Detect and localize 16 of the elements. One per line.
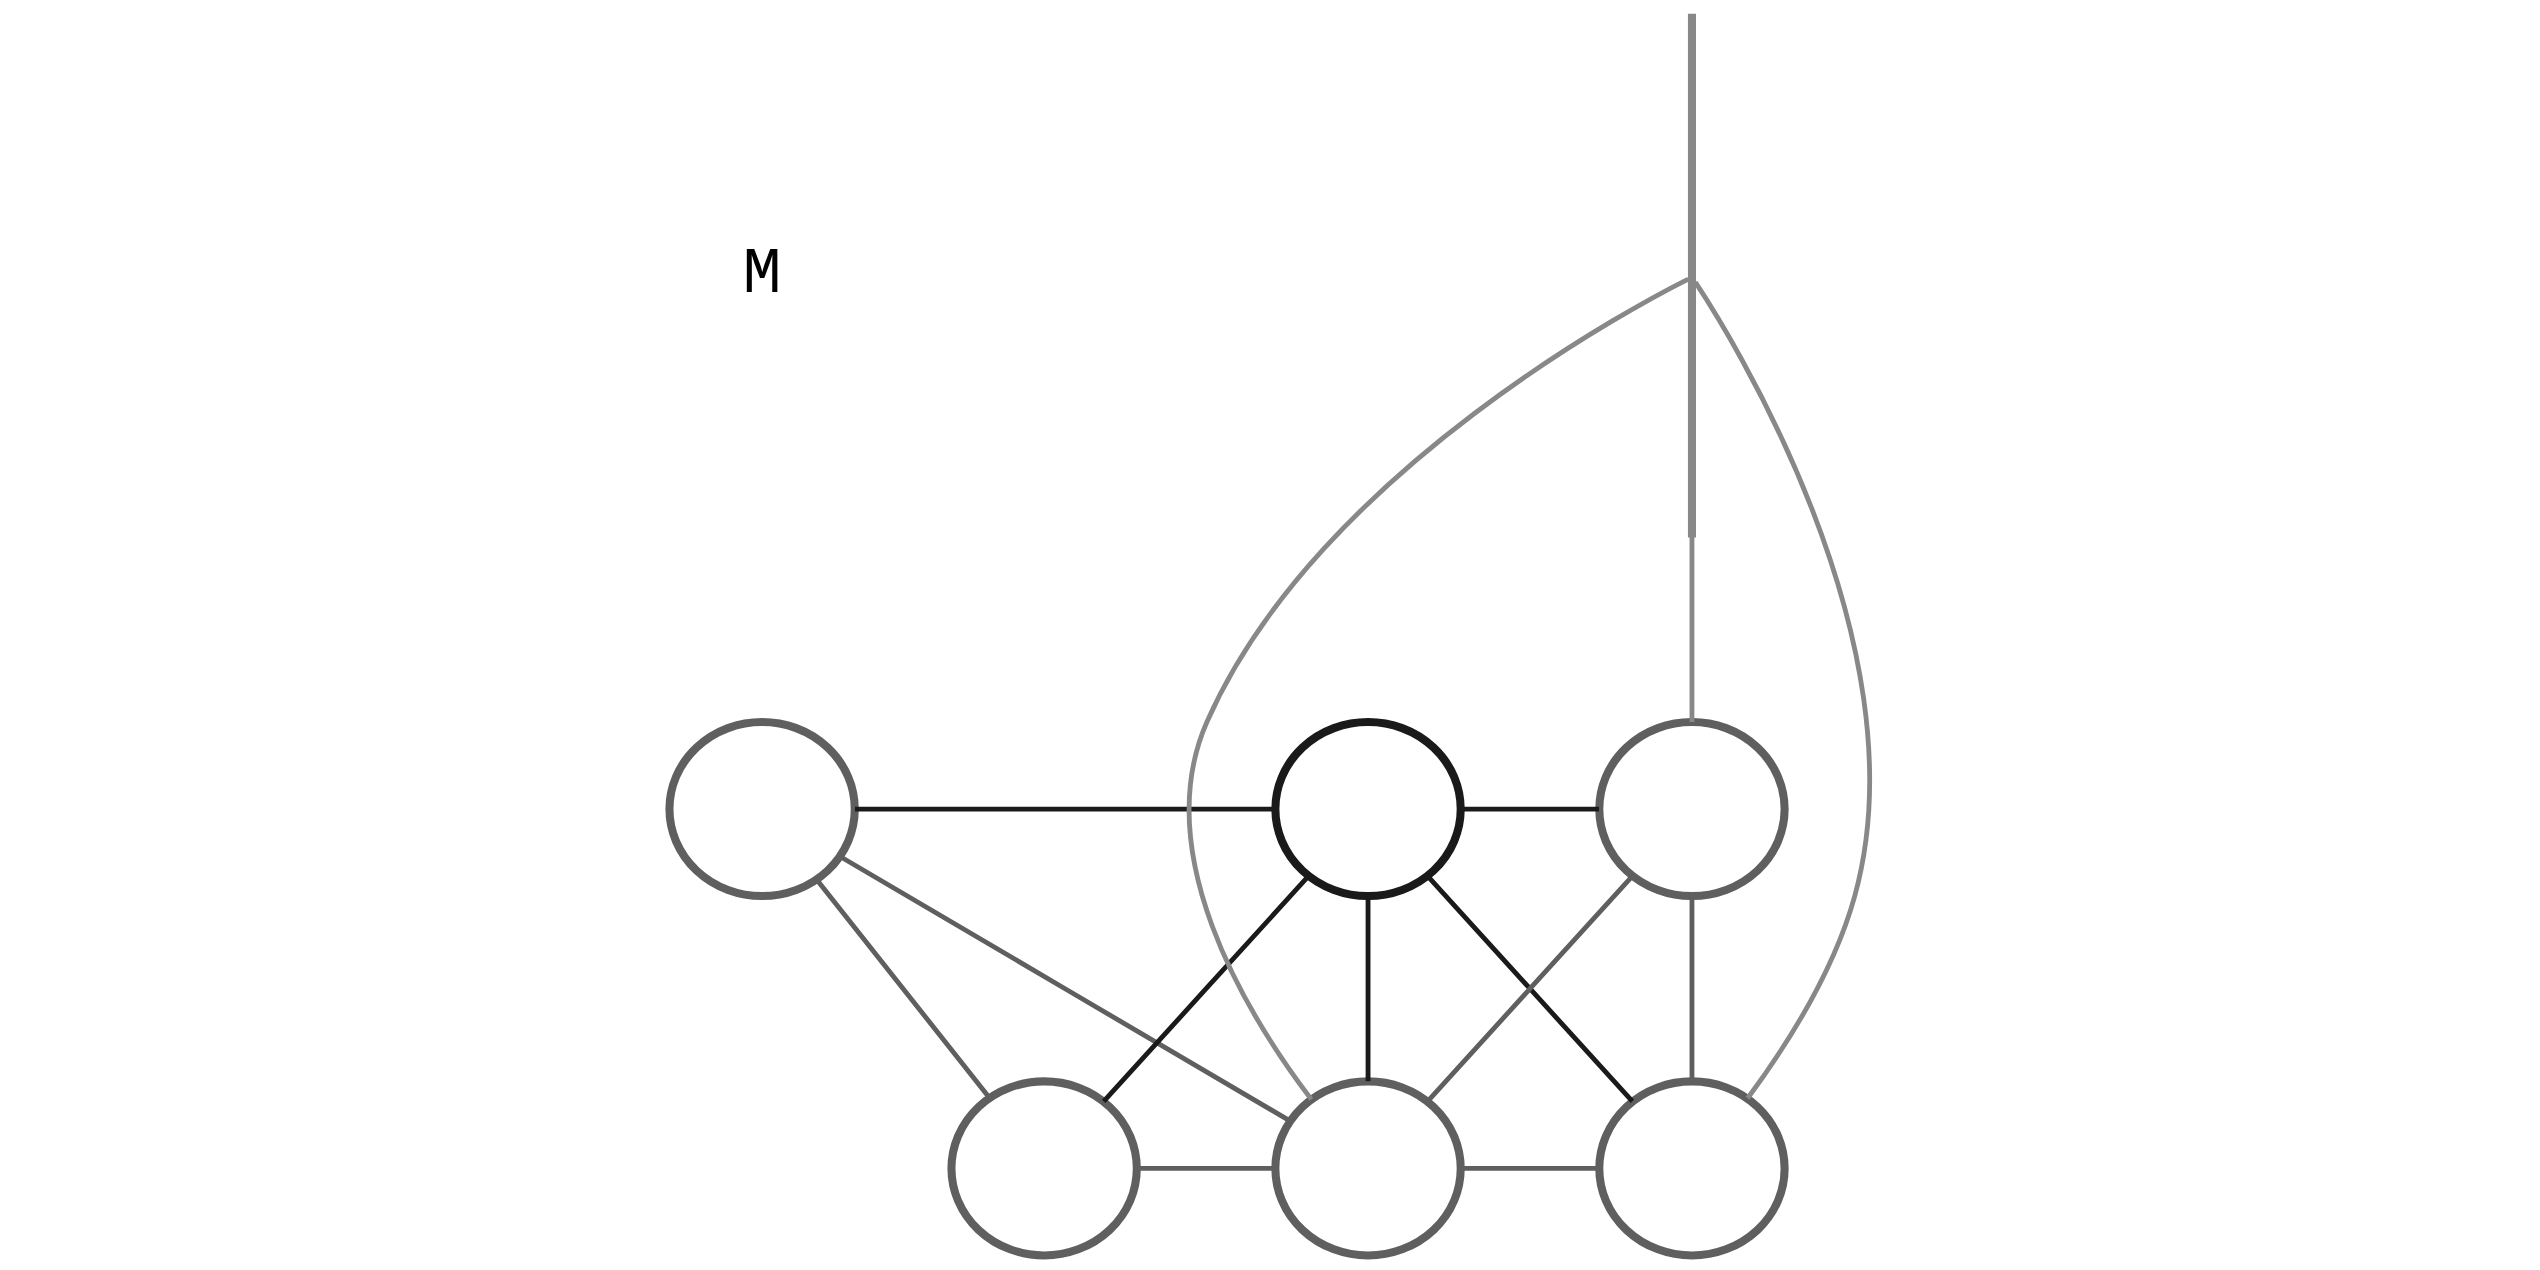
node-circle (1271, 1077, 1465, 1260)
label: M (742, 237, 782, 311)
node-line (1687, 13, 1696, 538)
node-circle (1595, 1077, 1789, 1260)
connector (1365, 896, 1371, 1082)
node-circle (665, 718, 859, 901)
node-circle (947, 1077, 1141, 1260)
connector (1425, 874, 1635, 1103)
connector (1689, 536, 1695, 722)
connector (1461, 806, 1600, 812)
connector (1693, 280, 1872, 1100)
connector (1101, 874, 1311, 1103)
node-circle (1595, 718, 1789, 901)
connector (814, 878, 992, 1100)
node-circle (1271, 718, 1465, 901)
connector (1187, 276, 1690, 1101)
